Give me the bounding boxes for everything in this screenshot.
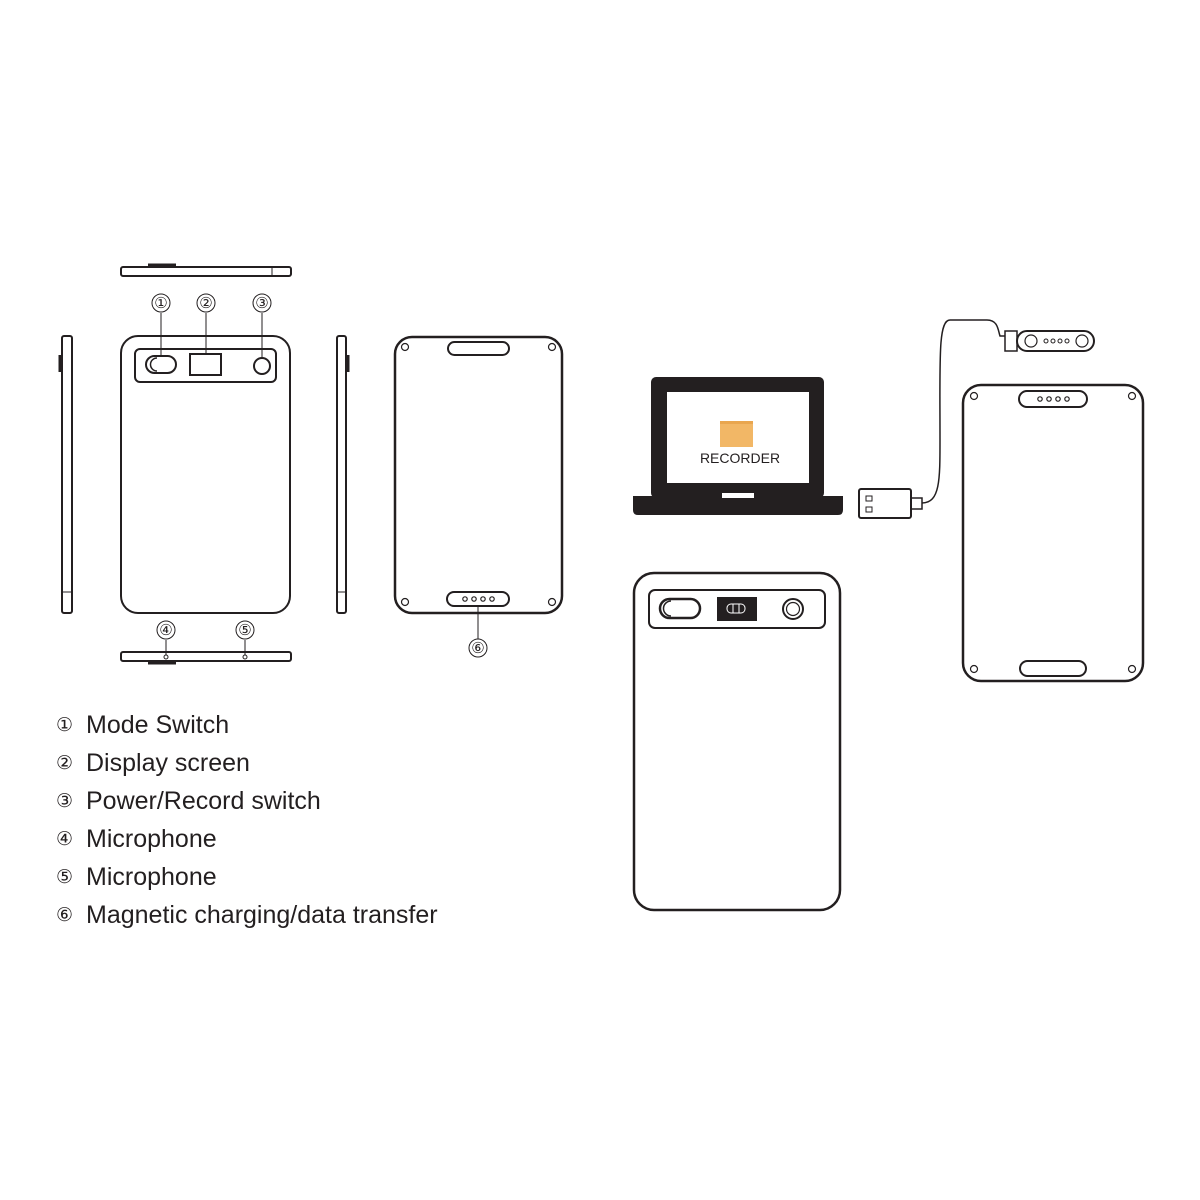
callout-3: ③ [255,294,268,312]
mode-switch-icon [658,597,702,620]
screw-icon [1127,664,1137,674]
usb-plug-icon [858,488,912,519]
laptop-illustration [633,377,843,515]
display-screen-icon [189,353,222,376]
large-front-view [632,571,842,912]
legend-item: ② Display screen [56,744,438,782]
screw-icon [547,342,557,352]
power-button-icon [782,598,804,620]
screw-icon [400,597,410,607]
display-screen-icon [717,597,757,621]
legend-number: ② [56,752,74,774]
legend-item: ④ Microphone [56,820,438,858]
magnetic-connector-icon [1018,390,1088,408]
screw-icon [400,342,410,352]
right-side-view [336,335,350,614]
screw-icon [969,391,979,401]
legend-number: ⑤ [56,866,74,888]
microphone-hole-icon [163,654,169,660]
screw-icon [1127,391,1137,401]
callout-2: ② [199,294,212,312]
legend: ① Mode Switch ② Display screen ③ Power/Reco… [56,706,438,934]
legend-number: ① [56,714,74,736]
screw-icon [547,597,557,607]
screw-icon [969,664,979,674]
legend-text: Magnetic charging/data transfer [86,900,438,929]
callout-4: ④ [159,621,172,639]
callout-circle-1 [151,293,171,313]
legend-text: Mode Switch [86,710,230,739]
folder-icon [720,421,753,447]
legend-item: ① Mode Switch [56,706,438,744]
left-side-view [58,335,73,614]
laptop-base [633,496,843,515]
connected-back-view [961,383,1145,683]
legend-number: ④ [56,828,74,850]
legend-number: ③ [56,790,74,812]
magnetic-connector-icon [446,591,510,607]
back-view [393,335,564,658]
microphone-hole-icon [242,654,248,660]
top-edge-view [120,263,292,277]
legend-text: Power/Record switch [86,786,321,815]
front-view [120,293,291,614]
laptop-screen-label: RECORDER [700,450,780,466]
callout-circle-2 [196,293,216,313]
callout-6: ⑥ [471,639,484,657]
magnetic-cable-head [1016,330,1095,352]
callout-1: ① [154,294,167,312]
legend-text: Microphone [86,862,217,891]
legend-item: ③ Power/Record switch [56,782,438,820]
legend-item: ⑥ Magnetic charging/data transfer [56,896,438,934]
bottom-edge-view [120,620,292,665]
legend-text: Display screen [86,748,250,777]
legend-text: Microphone [86,824,217,853]
callout-circle-3 [252,293,272,313]
legend-number: ⑥ [56,904,74,926]
usb-cable [858,319,1095,519]
legend-item: ⑤ Microphone [56,858,438,896]
callout-5: ⑤ [238,621,251,639]
power-button-icon [253,357,271,375]
